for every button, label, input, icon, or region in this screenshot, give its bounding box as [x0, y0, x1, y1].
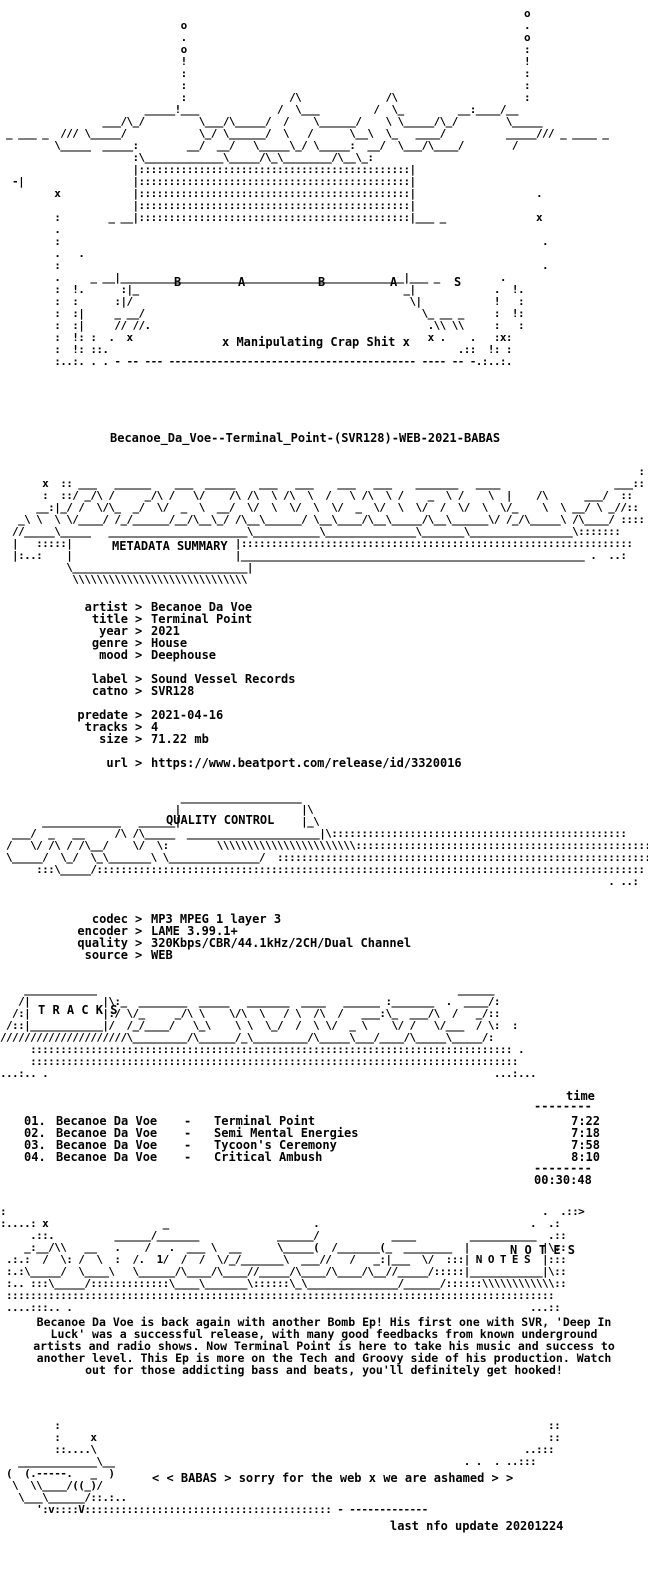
- logo-letter-1: B: [174, 275, 182, 289]
- release-name: Becanoe_Da_Voe--Terminal_Point-(SVR128)-…: [110, 431, 501, 445]
- notes-heading: N O T E S: [510, 1243, 576, 1257]
- quality-row: source>WEB: [84, 948, 173, 962]
- meta-row: tracks>4: [84, 720, 159, 734]
- logo-tagline: x Manipulating Crap Shit x: [222, 335, 410, 349]
- quality-header-art: ____________________ | |\ _____________ …: [6, 792, 648, 888]
- tracks-header-art: ____________ ______ /| |\:_ ________ ___…: [0, 984, 537, 1080]
- meta-row: catno>SVR128: [91, 684, 195, 698]
- meta-row: genre>House: [91, 636, 188, 650]
- tracks-total-time: 00:30:48: [534, 1173, 592, 1187]
- meta-row: artist>Becanoe Da Voe: [84, 600, 253, 614]
- quality-row: codec>MP3 MPEG 1 layer 3: [91, 912, 282, 926]
- quality-heading: QUALITY CONTROL: [166, 813, 275, 827]
- last-update: last nfo update 20201224: [390, 1519, 564, 1533]
- metadata-heading: METADATA SUMMARY: [112, 539, 228, 553]
- footer-message: < < BABAS > sorry for the web x we are a…: [152, 1471, 514, 1485]
- quality-row: quality>320Kbps/CBR/44.1kHz/2CH/Dual Cha…: [77, 936, 412, 950]
- notes-header-art: : . .::> :....: x _ . . .: .::: [0, 1206, 585, 1314]
- meta-row: year>2021: [99, 624, 180, 638]
- notes-text: Becanoe Da Voe is back again with anothe…: [33, 1315, 615, 1377]
- footer-art: : :: : x :: ::....\: [6, 1420, 561, 1516]
- logo-letter-2: A: [238, 275, 246, 289]
- logo-letter-3: B: [318, 275, 326, 289]
- release-url[interactable]: https://www.beatport.com/release/id/3320…: [151, 756, 462, 770]
- meta-row-url: url>https://www.beatport.com/release/id/…: [106, 756, 462, 770]
- tracks-time-divider: --------: [534, 1099, 592, 1113]
- metadata-header-art: : x :: ___ ______ ___ _____ ___ ___ ___ …: [12, 466, 645, 586]
- header-logo-art: o o . . o: [6, 8, 609, 368]
- meta-row: label>Sound Vessel Records: [91, 672, 296, 686]
- meta-row: predate>2021-04-16: [77, 708, 224, 722]
- logo-letter-4: A: [390, 275, 398, 289]
- meta-row: size>71.22 mb: [99, 732, 209, 746]
- logo-letter-5: S: [454, 275, 462, 289]
- meta-row: mood>Deephouse: [99, 648, 217, 662]
- tracks-time-header: time: [566, 1089, 595, 1103]
- meta-row: title>Terminal Point: [91, 612, 253, 626]
- quality-row: encoder>LAME 3.99.1+: [77, 924, 238, 938]
- tracks-heading: T R A C K S: [38, 1003, 118, 1017]
- tracks-total-divider: --------: [534, 1161, 592, 1175]
